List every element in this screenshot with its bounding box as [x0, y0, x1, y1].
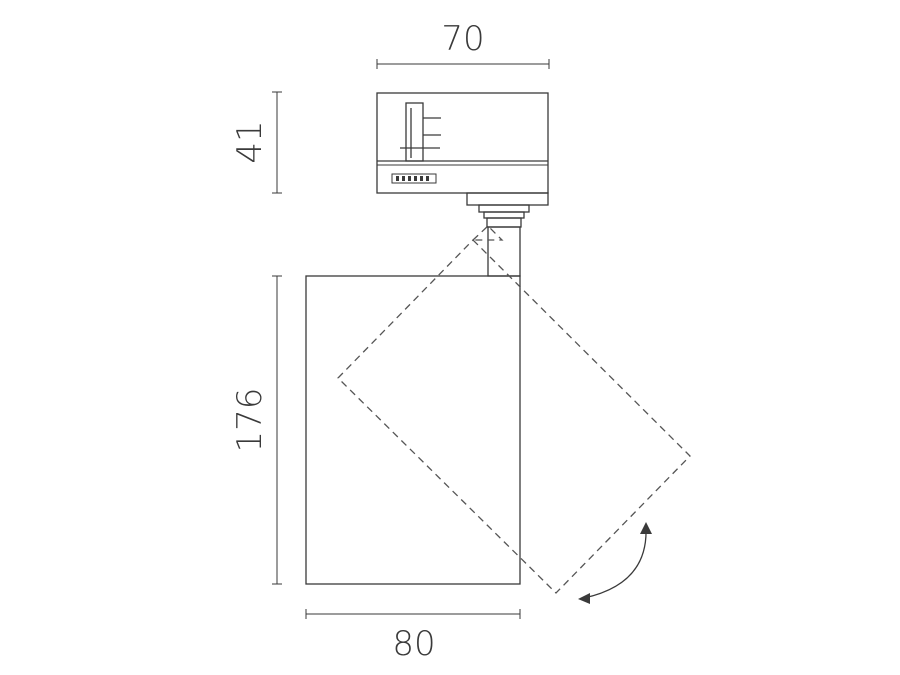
body-width-label: 80 [392, 624, 435, 664]
adapter-height-label: 41 [230, 120, 270, 163]
rotated-spotlight-outline [337, 225, 691, 594]
rotated-body-outline [337, 239, 691, 594]
arrow-head-up-icon [640, 522, 652, 534]
joint-collar [483, 211, 525, 219]
adapter-housing [376, 92, 549, 194]
adapter-foot [466, 192, 549, 206]
rotation-arrow [578, 522, 652, 604]
body-height-label: 176 [230, 388, 270, 453]
stem [487, 226, 521, 277]
rotation-arc [583, 527, 647, 599]
swivel-joint [478, 204, 530, 277]
dimension-body-width: 80 [305, 609, 521, 664]
dimension-adapter-height: 41 [230, 91, 282, 194]
arrow-head-left-icon [578, 593, 590, 604]
dimension-body-height: 176 [230, 275, 282, 585]
joint-collar [478, 204, 530, 213]
track-adapter [376, 92, 549, 206]
dimension-adapter-width: 70 [376, 19, 550, 69]
adapter-contact [405, 102, 424, 162]
spotlight-body [305, 275, 521, 585]
rotated-stem-outline [471, 225, 504, 241]
phase-selector-switch [391, 173, 437, 184]
joint-collar [486, 217, 522, 228]
adapter-width-label: 70 [441, 19, 484, 59]
